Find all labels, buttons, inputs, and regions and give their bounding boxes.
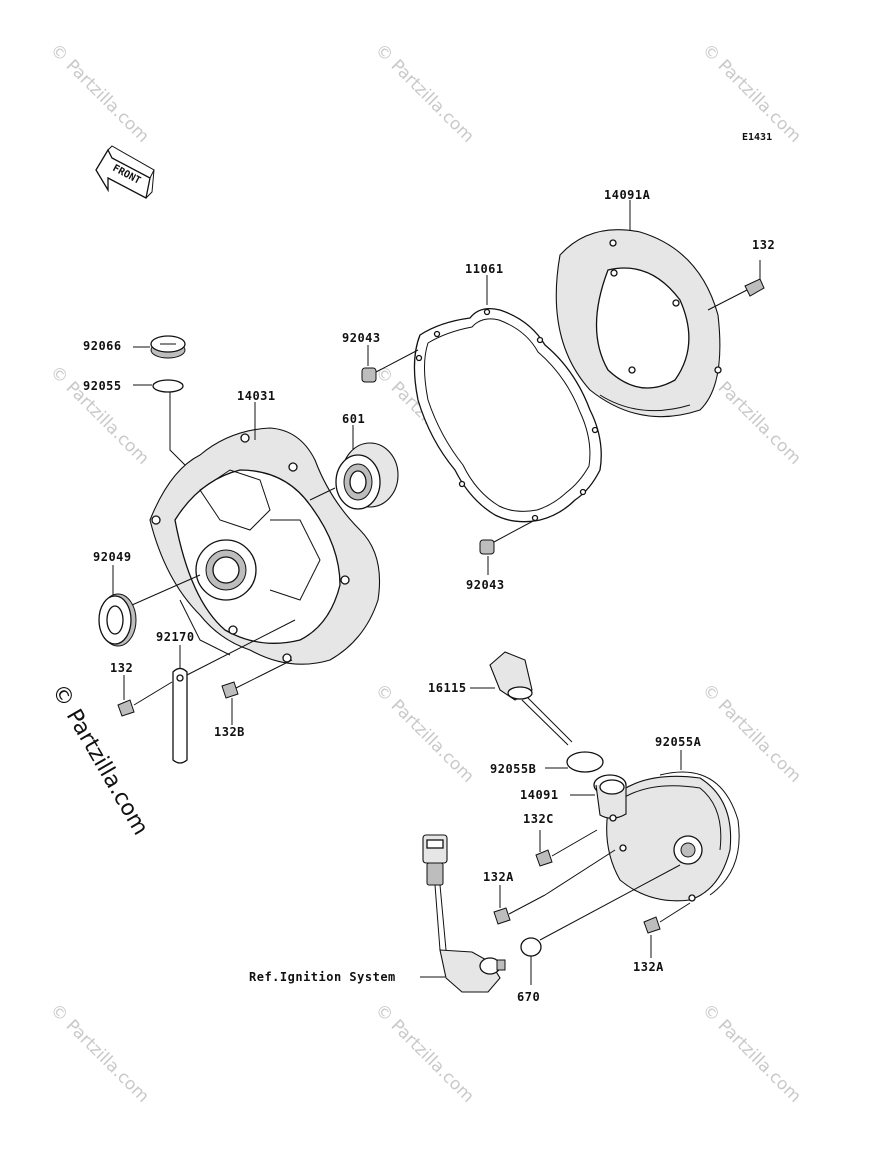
part-92043-dowel-bottom: [479, 519, 536, 575]
callout-14031[interactable]: 14031: [237, 389, 276, 403]
part-92055-o-ring: [133, 379, 191, 471]
callout-92170[interactable]: 92170: [156, 630, 195, 644]
part-132-bolt-left: [117, 675, 173, 717]
callout-92055B[interactable]: 92055B: [490, 762, 537, 776]
diagram-code: E1431: [742, 132, 773, 143]
callout-132A-left[interactable]: 132A: [483, 870, 514, 884]
callout-14091A[interactable]: 14091A: [604, 188, 651, 202]
part-92066-plug: [133, 335, 186, 359]
part-11061-gasket: [413, 307, 602, 523]
part-132A-bolt-right: [643, 902, 691, 958]
part-132C-bolt: [535, 829, 598, 867]
callout-132-top[interactable]: 132: [752, 238, 776, 252]
part-132-bolt-top: [707, 260, 765, 311]
part-132A-bolt-left: [493, 849, 616, 925]
part-92043-dowel-top: [361, 345, 419, 383]
part-601-bearing: [309, 425, 399, 510]
callout-132C[interactable]: 132C: [523, 812, 554, 826]
callout-601[interactable]: 601: [342, 412, 366, 426]
callout-132B[interactable]: 132B: [214, 725, 245, 739]
callout-92049[interactable]: 92049: [93, 550, 132, 564]
callout-92043-top[interactable]: 92043: [342, 331, 381, 345]
part-92049-seal: [98, 565, 201, 647]
callout-132-left[interactable]: 132: [110, 661, 134, 675]
ignition-sensor: [420, 834, 506, 993]
callout-132A-right[interactable]: 132A: [633, 960, 664, 974]
callout-92055[interactable]: 92055: [83, 379, 122, 393]
part-92170-clamp: [172, 619, 296, 764]
part-92055A-o-ring: [659, 750, 740, 896]
callout-14091[interactable]: 14091: [520, 788, 559, 802]
callout-ref-ignition-system[interactable]: Ref.Ignition System: [249, 970, 396, 984]
part-670-o-ring: [520, 864, 681, 985]
part-132B-bolt: [221, 659, 293, 725]
callout-92066[interactable]: 92066: [83, 339, 122, 353]
part-14031-cover: [149, 427, 381, 665]
part-14091-cover: [570, 774, 732, 902]
callout-92043-bottom[interactable]: 92043: [466, 578, 505, 592]
part-16115-dipstick: [470, 651, 573, 746]
callout-92055A[interactable]: 92055A: [655, 735, 702, 749]
callout-16115[interactable]: 16115: [428, 681, 467, 695]
part-92055B-o-ring: [545, 751, 604, 773]
callout-11061[interactable]: 11061: [465, 262, 504, 276]
part-14091A: [555, 229, 722, 418]
front-arrow-icon: [95, 145, 155, 199]
callout-670[interactable]: 670: [517, 990, 541, 1004]
